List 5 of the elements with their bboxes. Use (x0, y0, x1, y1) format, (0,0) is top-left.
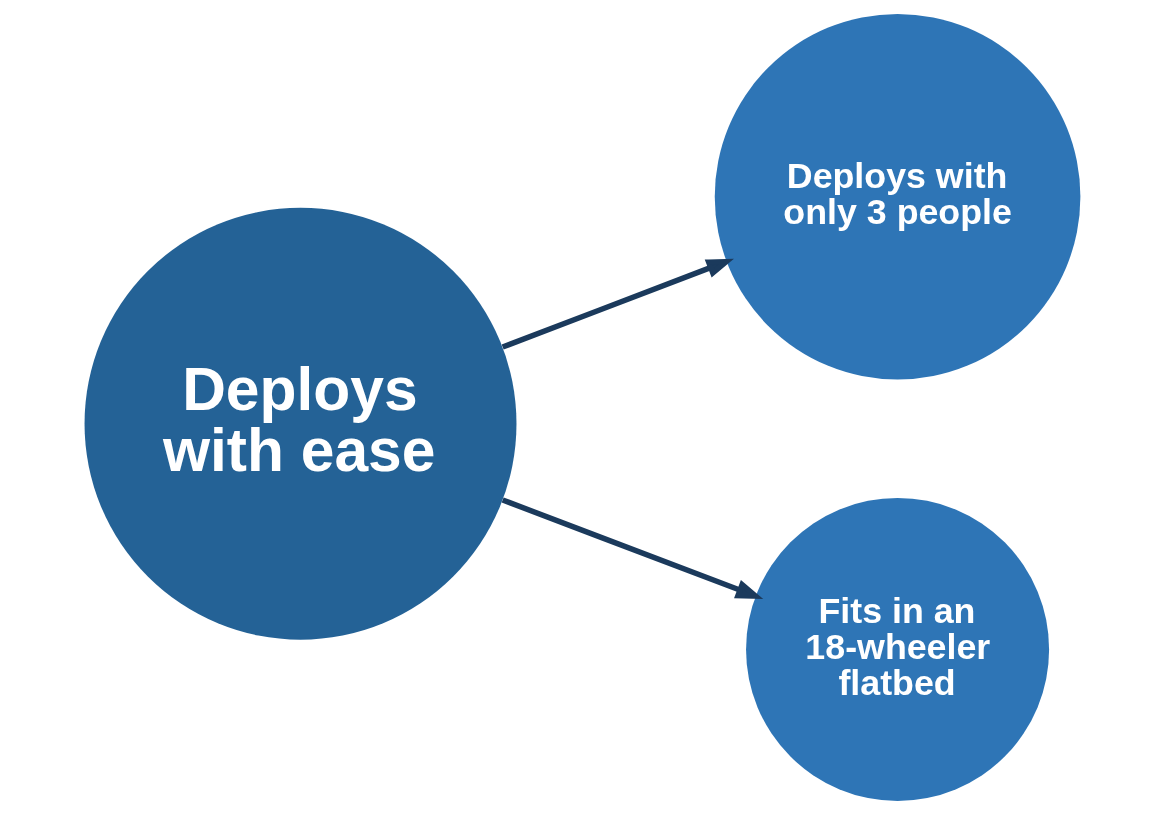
node-circle: Fits in an 18-wheeler flatbed (745, 497, 1049, 801)
arrow (501, 258, 734, 350)
node-circle: Deploys with ease (84, 207, 516, 640)
arrow (501, 497, 763, 599)
node-circle: Deploys with only 3 people (714, 13, 1080, 380)
